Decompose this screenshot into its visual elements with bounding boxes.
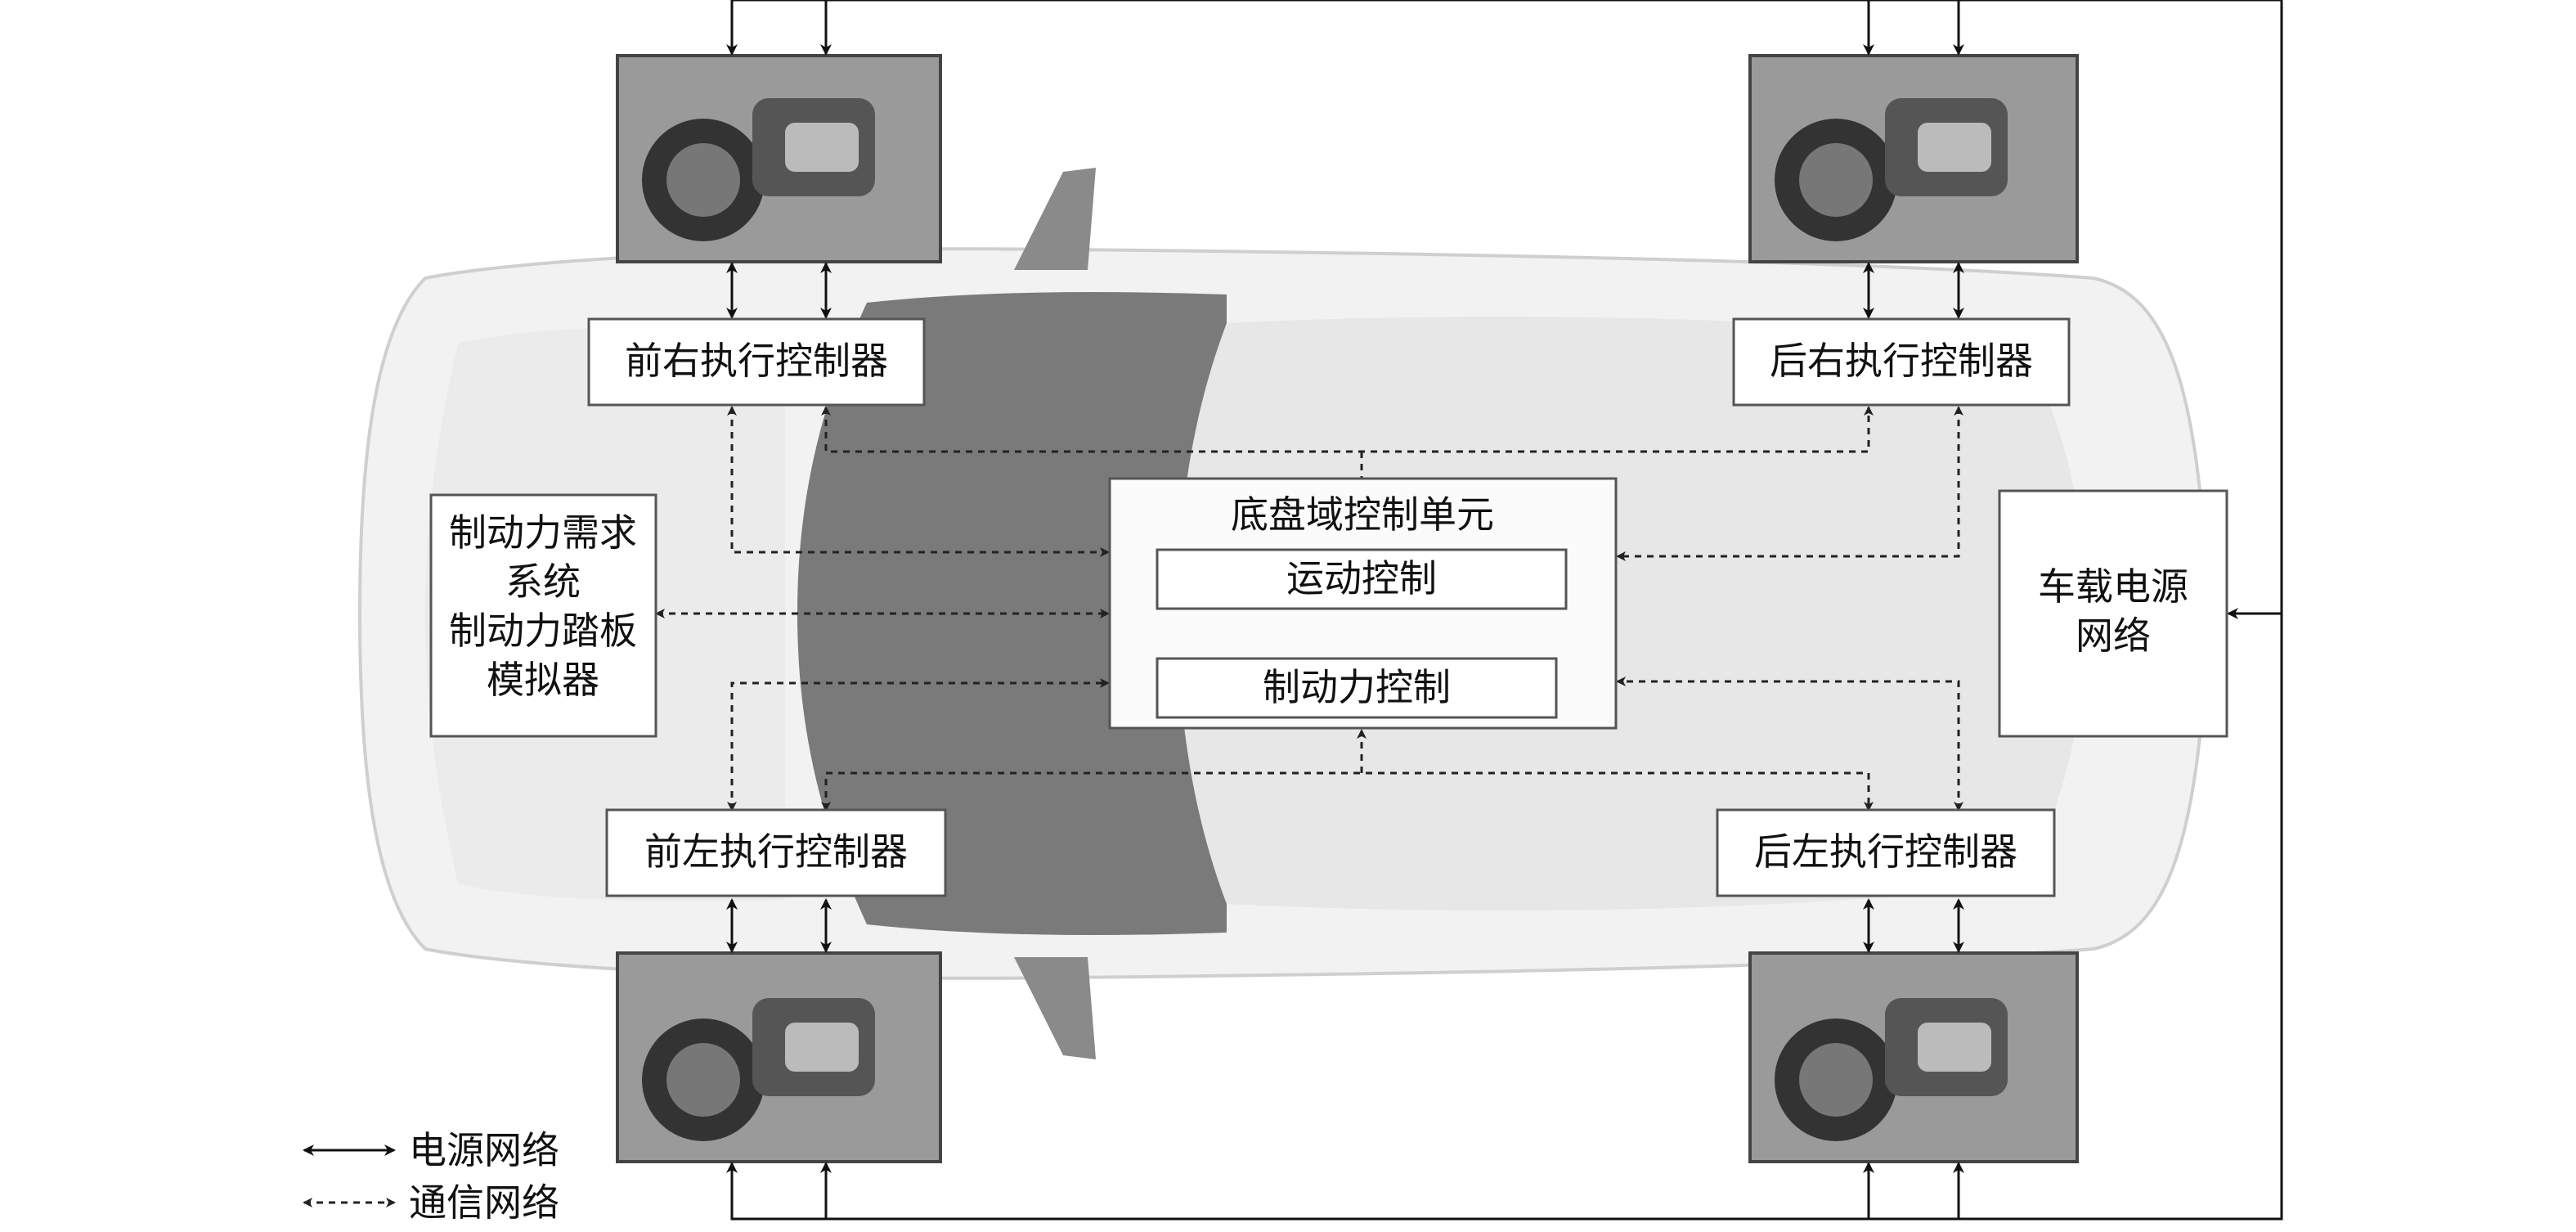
legend-communication-label: 通信网络	[409, 1180, 559, 1225]
mirror-right	[1014, 168, 1096, 270]
power-network-line2: 网络	[2076, 614, 2151, 658]
demand-system-line2: 系统	[505, 560, 581, 604]
controller-rear-left: 后左执行控制器	[1716, 808, 2056, 897]
legend-power-label: 电源网络	[409, 1128, 559, 1172]
actuator-rear-right	[1748, 54, 2079, 263]
braking-control-label: 制动力控制	[1263, 665, 1451, 709]
controller-rear-left-label: 后左执行控制器	[1754, 830, 2017, 874]
central-unit-title: 底盘域控制单元	[1231, 492, 1494, 537]
controller-rear-right-label: 后右执行控制器	[1770, 339, 2033, 383]
controller-front-left: 前左执行控制器	[605, 808, 947, 897]
power-network-lines	[726, 0, 2283, 1221]
actuator-rear-left	[1748, 951, 2079, 1163]
demand-system-line4: 模拟器	[487, 658, 599, 702]
controller-rear-right: 后右执行控制器	[1732, 317, 2071, 407]
demand-system-line3: 制动力踏板	[449, 609, 637, 653]
actuator-front-right	[616, 54, 942, 263]
controller-front-right-label: 前右执行控制器	[625, 339, 888, 383]
chassis-domain-control-unit: 底盘域控制单元 运动控制 制动力控制	[1108, 477, 1618, 730]
mirror-left	[1014, 957, 1096, 1059]
vehicle-power-network: 车载电源 网络	[1998, 489, 2228, 738]
controller-front-right: 前右执行控制器	[587, 317, 926, 407]
communication-network-lines	[655, 406, 1963, 812]
actuator-front-left	[616, 951, 942, 1163]
demand-system-line1: 制动力需求	[449, 510, 637, 555]
power-network-line1: 车载电源	[2038, 564, 2188, 609]
motion-control-label: 运动控制	[1286, 556, 1437, 600]
brake-demand-system: 制动力需求 系统 制动力踏板 模拟器	[429, 493, 657, 738]
controller-front-left-label: 前左执行控制器	[644, 830, 908, 874]
legend: 电源网络 通信网络	[303, 1128, 559, 1225]
